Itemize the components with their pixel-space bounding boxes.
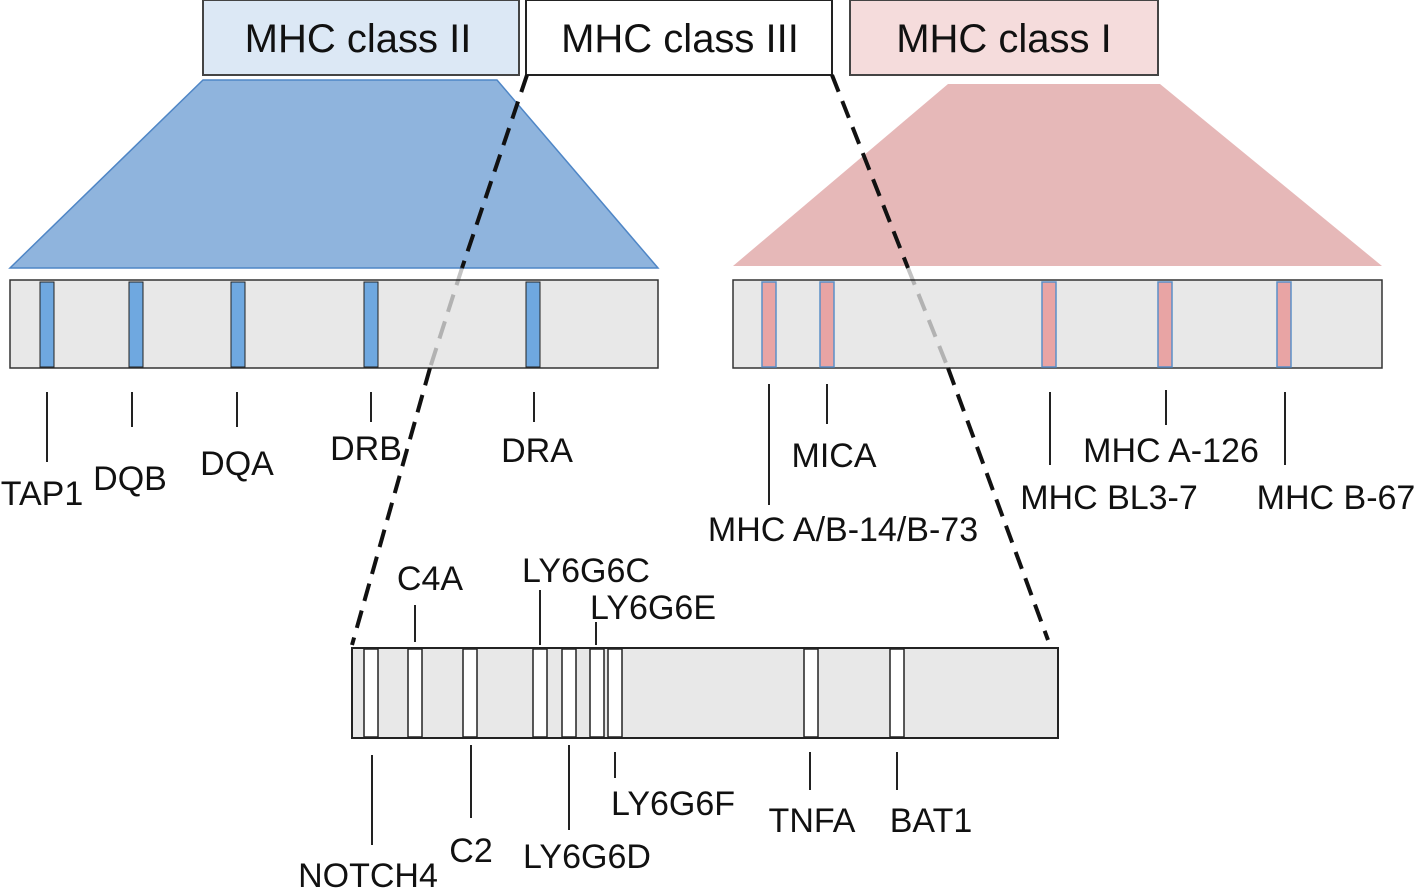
expansion-line-right-middle	[906, 267, 950, 369]
class-ii-header: MHC class II	[202, 0, 520, 76]
expansion-line-left-middle	[428, 267, 464, 369]
gene-label: DRB	[330, 430, 402, 468]
gene-band	[803, 648, 819, 738]
class-ii-header-box	[202, 0, 520, 76]
gene-band	[1157, 281, 1173, 368]
gene-band	[363, 648, 379, 738]
class-i-chromosome-bar	[732, 279, 1383, 369]
gene-label: DQB	[93, 460, 167, 498]
gene-band	[363, 281, 379, 368]
gene-band	[407, 648, 423, 738]
class-i-trapezoid	[733, 84, 1382, 266]
class-ii-header-label: MHC class II	[245, 17, 472, 61]
class-i-header-box	[849, 0, 1159, 76]
class-ii-chromosome-bar	[9, 279, 659, 369]
gene-band	[128, 281, 144, 368]
gene-label: MHC A/B-14/B-73	[708, 511, 978, 549]
gene-band	[462, 648, 478, 738]
gene-band	[561, 648, 577, 738]
gene-band	[39, 281, 55, 368]
gene-label: MHC A-126	[1083, 432, 1259, 470]
gene-band	[532, 648, 548, 738]
gene-band	[761, 281, 777, 368]
class-ii-genes: TAP1 DQB DQA DRB DRA	[1, 281, 573, 513]
class-iii-header-box	[525, 0, 833, 76]
gene-band	[607, 648, 623, 738]
gene-label: MHC B-67	[1257, 479, 1416, 517]
gene-label: DRA	[501, 432, 573, 470]
class-iii-genes: NOTCH4 C4A C2 LY6G6C LY6G6D LY6G6E LY6G6…	[298, 552, 972, 892]
gene-label: MICA	[792, 437, 877, 475]
gene-label: BAT1	[890, 802, 973, 840]
class-i-genes: MHC A/B-14/B-73 MICA MHC BL3-7 MHC A-126…	[708, 281, 1416, 549]
class-iii-header-label: MHC class III	[561, 17, 799, 61]
class-iii-header: MHC class III	[525, 0, 833, 76]
gene-band	[589, 648, 605, 738]
gene-band	[819, 281, 835, 368]
expansion-line-left-lower	[350, 367, 432, 646]
class-iii-expansion-lines	[350, 74, 1050, 646]
gene-label: C2	[449, 832, 492, 870]
gene-label: TAP1	[1, 475, 84, 513]
gene-band	[1276, 281, 1292, 368]
expansion-line-right-upper	[830, 74, 910, 269]
gene-label: MHC BL3-7	[1020, 479, 1198, 517]
gene-label: TNFA	[769, 802, 856, 840]
gene-label: DQA	[200, 445, 274, 483]
gene-label: LY6G6E	[590, 589, 716, 627]
gene-label: LY6G6C	[522, 552, 650, 590]
gene-label: LY6G6D	[523, 838, 651, 876]
gene-label: LY6G6F	[611, 785, 735, 823]
expansion-line-left-upper	[460, 74, 529, 269]
gene-band	[230, 281, 246, 368]
class-i-header: MHC class I	[849, 0, 1159, 76]
gene-band	[889, 648, 905, 738]
class-iii-chromosome-bar	[351, 647, 1059, 739]
gene-band	[1041, 281, 1057, 368]
gene-label: C4A	[397, 560, 463, 598]
class-i-header-label: MHC class I	[896, 17, 1112, 61]
expansion-line-right-lower	[946, 367, 1050, 641]
gene-label: NOTCH4	[298, 857, 438, 892]
class-ii-trapezoid	[8, 79, 660, 269]
gene-band	[525, 281, 541, 368]
